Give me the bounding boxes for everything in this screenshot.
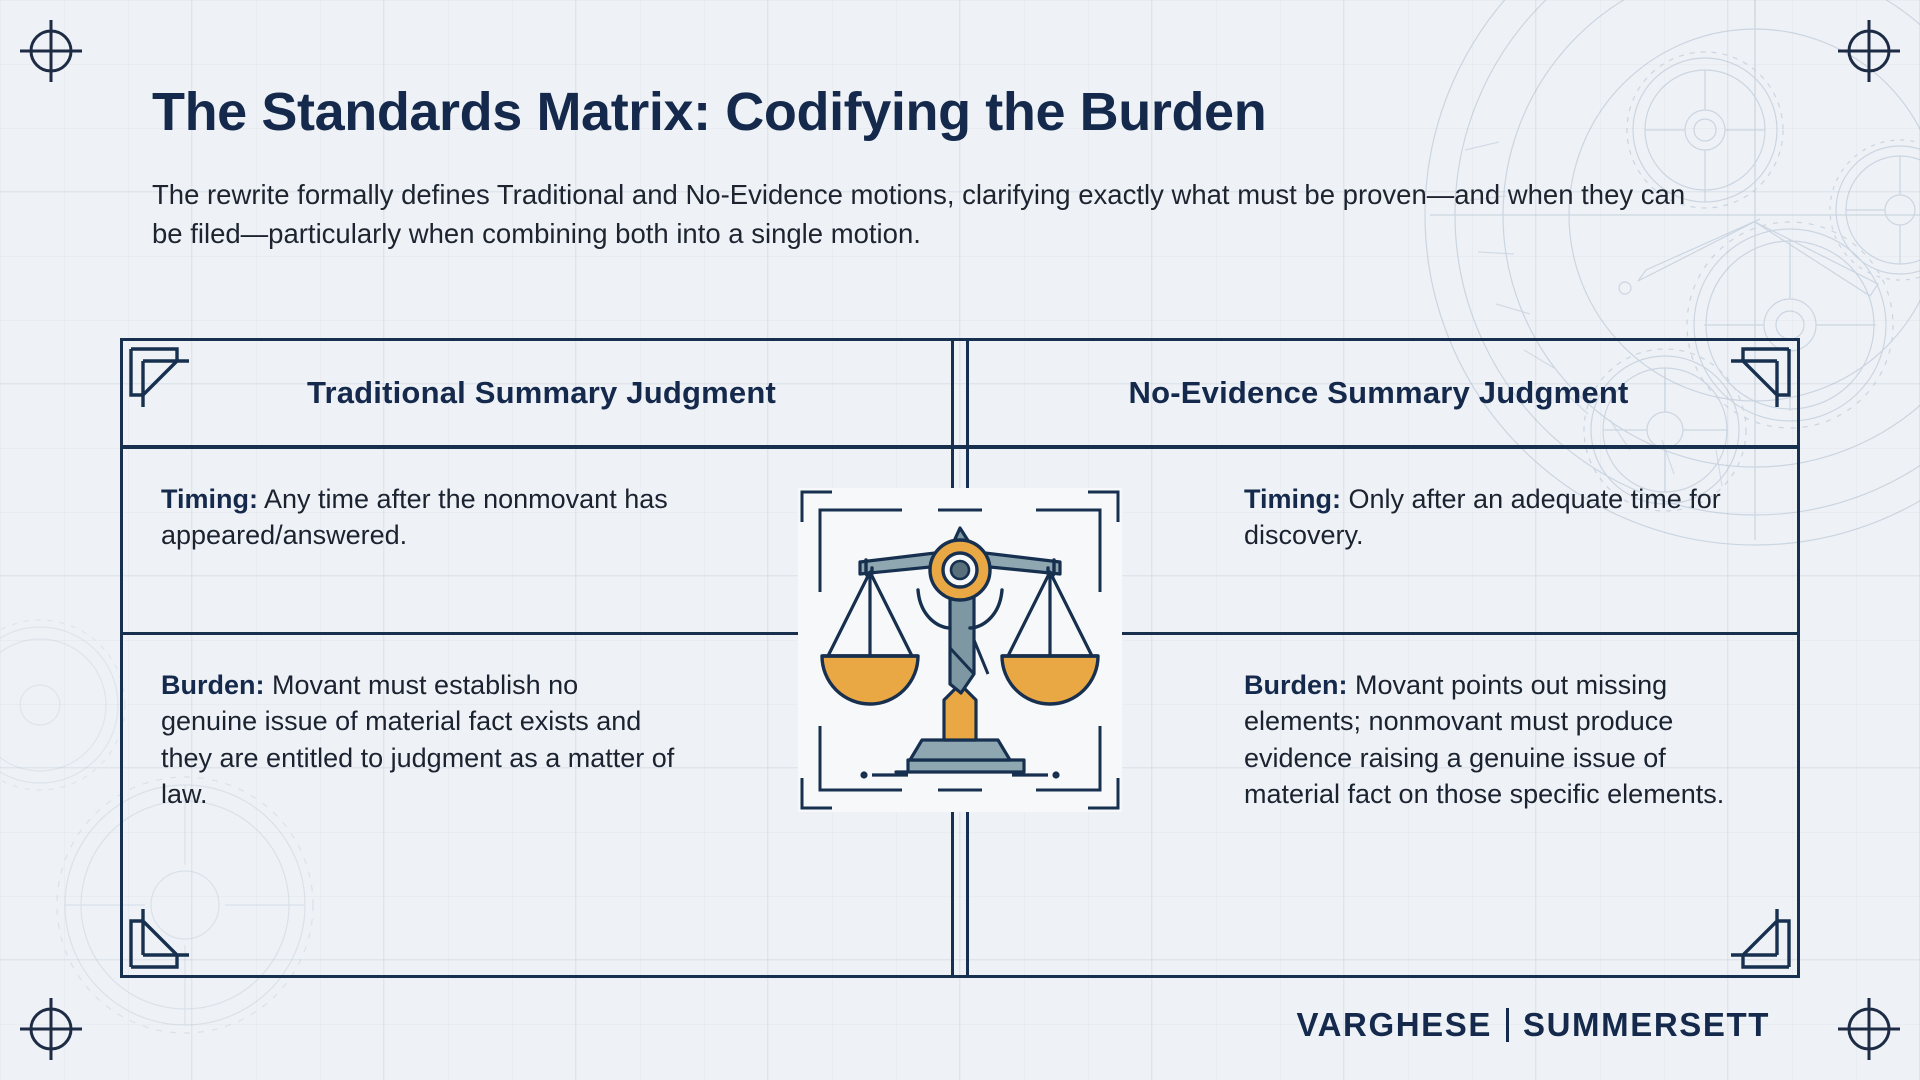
cell-label-burden-right: Burden: xyxy=(1244,670,1348,700)
brand-logo: VARGHESE SUMMERSETT xyxy=(1296,1006,1770,1044)
registration-mark-bottom-left xyxy=(20,998,82,1060)
cell-label-burden-left: Burden: xyxy=(161,670,265,700)
cell-traditional-timing: Timing: Any time after the nonmovant has… xyxy=(123,449,960,632)
cell-text-timing-left: Any time after the nonmovant has appeare… xyxy=(161,484,668,551)
logo-divider xyxy=(1506,1008,1509,1042)
corner-bracket-bottom-left xyxy=(129,909,189,969)
page-subtitle: The rewrite formally defines Traditional… xyxy=(152,178,1686,249)
cell-label-timing-left: Timing: xyxy=(161,484,258,514)
page-title: The Standards Matrix: Codifying the Burd… xyxy=(152,82,1267,142)
cell-text-burden-left: Movant must establish no genuine issue o… xyxy=(161,670,675,810)
cell-label-timing-right: Timing: xyxy=(1244,484,1341,514)
registration-mark-bottom-right xyxy=(1838,998,1900,1060)
table-row: Burden: Movant must establish no genuine… xyxy=(123,635,1797,975)
standards-matrix-table: Traditional Summary Judgment No-Evidence… xyxy=(120,338,1800,978)
logo-primary: VARGHESE xyxy=(1296,1006,1492,1043)
column-header-no-evidence: No-Evidence Summary Judgment xyxy=(1128,375,1629,410)
corner-bracket-bottom-right xyxy=(1731,909,1791,969)
registration-mark-top-left xyxy=(20,20,82,82)
registration-mark-top-right xyxy=(1838,20,1900,82)
cell-traditional-burden: Burden: Movant must establish no genuine… xyxy=(123,635,960,975)
scales-emblem-panel xyxy=(798,488,1122,812)
cell-no-evidence-timing: Timing: Only after an adequate time for … xyxy=(960,449,1797,632)
matrix-header-row: Traditional Summary Judgment No-Evidence… xyxy=(123,341,1797,449)
corner-bracket-top-left xyxy=(129,347,189,407)
matrix-body: Timing: Any time after the nonmovant has… xyxy=(123,449,1797,975)
scales-of-justice-icon xyxy=(798,488,1122,812)
cell-no-evidence-burden: Burden: Movant points out missing elemen… xyxy=(960,635,1797,975)
logo-secondary: SUMMERSETT xyxy=(1523,1006,1770,1043)
cell-text-burden-right: Movant points out missing elements; nonm… xyxy=(1244,670,1725,810)
cell-text-timing-right: Only after an adequate time for discover… xyxy=(1244,484,1721,551)
header: The Standards Matrix: Codifying the Burd… xyxy=(152,84,1792,253)
corner-bracket-top-right xyxy=(1731,347,1791,407)
column-header-traditional: Traditional Summary Judgment xyxy=(307,375,776,410)
